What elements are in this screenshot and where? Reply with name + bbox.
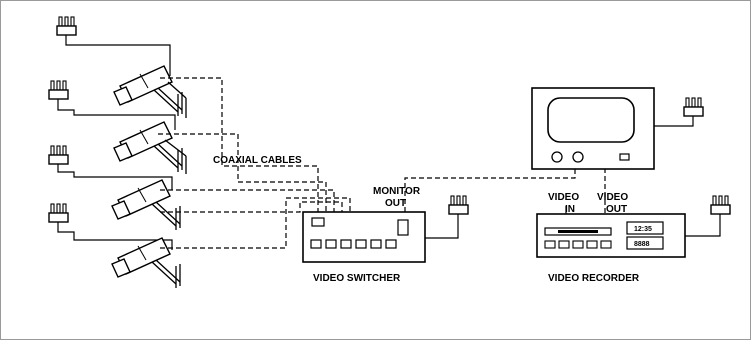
recorder-clock: 12:35 [634,226,652,233]
power-plug [683,97,704,117]
label-monitor-out-2: OUT [385,198,406,209]
label-video-out-1: VIDEO [597,192,628,203]
recorder-power-cord [685,214,721,237]
coaxial-cables [158,77,606,249]
label-coaxial-cables: COAXIAL CABLES [213,155,302,166]
recorder-counter: 8888 [634,241,650,248]
label-monitor-out-1: MONITOR [373,186,421,197]
monitor-power-cord [654,116,694,127]
label-video-recorder: VIDEO RECORDER [548,273,640,284]
video-switcher [302,211,426,263]
switcher-buttons [310,239,397,249]
power-plug [448,195,469,215]
power-cords [57,35,176,250]
power-plug [710,195,731,215]
power-plug [48,203,69,223]
switcher-power-cord [425,214,459,239]
power-plug [48,80,69,100]
label-video-in-2: IN [565,204,575,215]
label-video-out-2: OUT [606,204,627,215]
power-plug [48,145,69,165]
video-recorder: 12:35 8888 [536,213,686,258]
monitor [531,87,655,170]
power-plug [56,16,77,36]
recorder-buttons [544,240,612,249]
camera-mount [164,81,187,174]
label-video-in-1: VIDEO [548,192,579,203]
label-video-switcher: VIDEO SWITCHER [313,273,401,284]
